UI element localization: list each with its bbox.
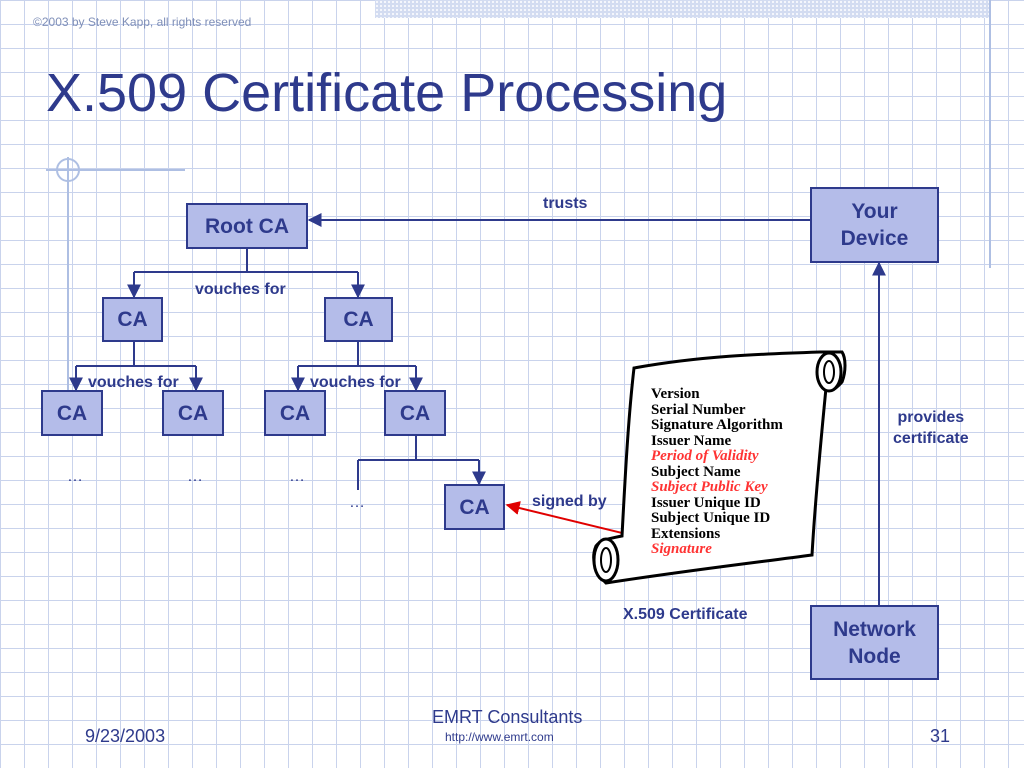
certificate-field: Issuer Name xyxy=(651,432,732,449)
ellipsis-2: … xyxy=(187,468,203,485)
header-band xyxy=(375,0,990,18)
ca-node-level1-right: CA xyxy=(324,297,393,342)
ca-node-level3: CA xyxy=(444,484,505,530)
connector-root-to-level1 xyxy=(127,248,365,299)
certificate-field: Period of Validity xyxy=(651,448,759,464)
trusts-label: trusts xyxy=(543,195,588,212)
footer-date: 9/23/2003 xyxy=(85,726,166,746)
ca-node-level1-left: CA xyxy=(102,297,163,342)
ca-node-level2-3: CA xyxy=(264,390,326,436)
vouches-for-label-1: vouches for xyxy=(195,281,286,298)
decorative-rule xyxy=(989,0,991,268)
root-ca-node: Root CA xyxy=(186,203,308,249)
slide-title: X.509 Certificate Processing xyxy=(46,63,728,123)
certificate-field: Subject Unique ID xyxy=(651,510,771,526)
connector-level2-to-level3 xyxy=(357,436,486,490)
page-number: 31 xyxy=(930,726,951,746)
ca-node-level2-1: CA xyxy=(41,390,103,436)
crosshair-icon xyxy=(46,157,185,392)
ca-node-level2-2: CA xyxy=(162,390,224,436)
ca-node-level2-4: CA xyxy=(384,390,446,436)
provides-certificate-label: provides certificate xyxy=(893,409,969,447)
footer-company: EMRT Consultants xyxy=(432,707,583,727)
certificate-field: Extensions xyxy=(651,525,721,542)
network-node: Network Node xyxy=(810,605,939,680)
vouches-for-label-2: vouches for xyxy=(88,374,179,391)
certificate-caption: X.509 Certificate xyxy=(623,606,748,623)
ellipsis-1: … xyxy=(67,468,83,485)
connector-right-ca-to-level2 xyxy=(291,342,423,392)
certificate-field: Version xyxy=(651,386,700,402)
certificate-scroll-icon xyxy=(592,350,847,585)
certificate-field: Signature Algorithm xyxy=(651,417,783,433)
copyright-notice: ©2003 by Steve Kapp, all rights reserved xyxy=(33,15,252,29)
your-device-node: Your Device xyxy=(810,187,939,263)
certificate-field: Subject Name xyxy=(651,463,741,480)
certificate-field: Subject Public Key xyxy=(651,479,768,495)
ellipsis-4: … xyxy=(349,494,365,511)
vouches-for-label-3: vouches for xyxy=(310,374,401,391)
certificate-field: Serial Number xyxy=(651,401,746,418)
signed-by-label: signed by xyxy=(532,493,607,510)
certificate-field: Issuer Unique ID xyxy=(651,494,761,511)
connector-left-ca-to-level2 xyxy=(69,342,203,392)
certificate-field: Signature xyxy=(651,541,712,557)
ellipsis-3: … xyxy=(289,468,305,485)
footer-url[interactable]: http://www.emrt.com xyxy=(445,730,554,744)
